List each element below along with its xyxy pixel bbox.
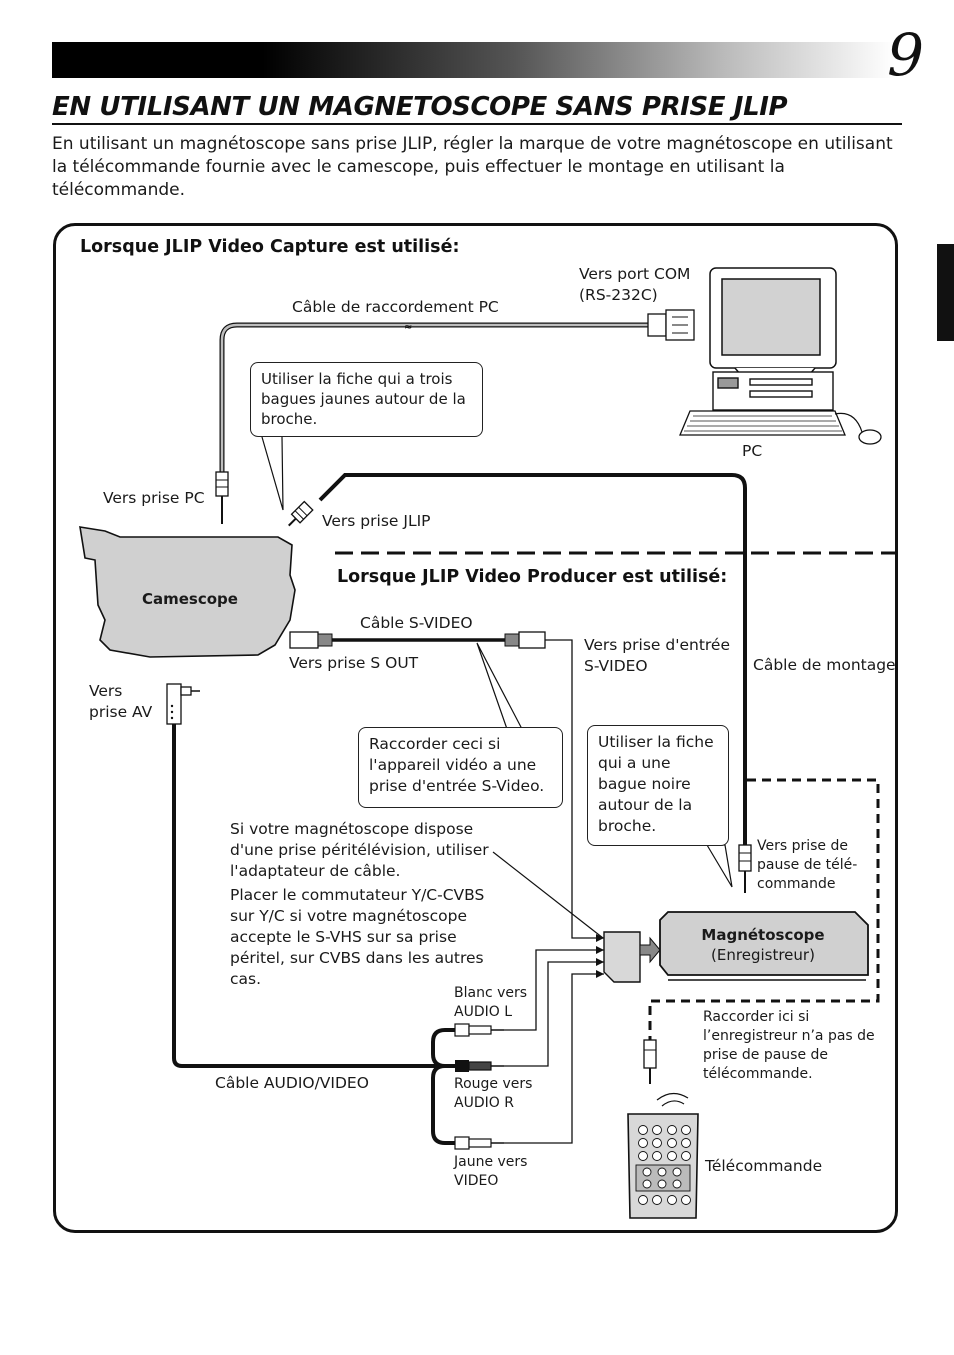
label-editing-cable: Câble de montage	[753, 656, 896, 674]
vcr-icon	[659, 911, 869, 981]
remote-dashed-route	[648, 778, 880, 1040]
label-to-pc-jack: Vers prise PC	[103, 489, 205, 507]
title-rule	[52, 123, 902, 125]
label-to-av-jack: Vers prise AV	[89, 682, 153, 721]
camcorder-body	[79, 526, 296, 658]
label-com-port: Vers port COM (RS-232C)	[579, 265, 691, 304]
producer-heading: Lorsque JLIP Video Producer est utilisé:	[337, 567, 728, 587]
svg-text:≈: ≈	[404, 322, 412, 333]
diagram-frame	[53, 223, 898, 1233]
rca-plug-yellow-icon	[454, 1136, 504, 1150]
av-plug-icon	[166, 683, 200, 725]
editing-cable	[318, 473, 747, 845]
pc-cable	[219, 322, 650, 475]
scart-note-1: Si votre magnétoscope dispose d'une pris…	[230, 820, 489, 880]
label-white-audio-l: Blanc vers AUDIO L	[454, 985, 528, 1020]
db9-connector-icon	[647, 309, 695, 341]
intro-paragraph: En utilisant un magnétoscope sans prise …	[52, 134, 893, 200]
svideo-line-to-adapter	[545, 639, 604, 939]
pc-monitor-icon	[709, 267, 837, 375]
rca-plug-red-icon	[455, 1060, 504, 1072]
scart-note-2: Placer le commutateur Y/C-CVBS sur Y/C s…	[230, 886, 485, 988]
pause-plug-icon	[738, 844, 752, 893]
label-red-audio-r: Rouge vers AUDIO R	[454, 1076, 533, 1111]
label-yellow-video: Jaune vers VIDEO	[454, 1154, 528, 1189]
label-to-s-out: Vers prise S OUT	[289, 654, 419, 672]
language-tab-marker	[937, 244, 954, 341]
page-number: 9	[887, 21, 924, 89]
label-to-pause-jack: Vers prise de pause de télé- commande	[757, 838, 858, 892]
keyboard-icon	[679, 410, 846, 436]
callout-pointer-svideo	[476, 642, 523, 730]
label-to-svideo-in: Vers prise d'entrée S-VIDEO	[584, 636, 731, 675]
label-camcorder: Camescope	[142, 590, 238, 608]
capture-heading: Lorsque JLIP Video Capture est utilisé:	[80, 237, 460, 257]
callout-one-ring: Utiliser la fiche qui a une bague noire …	[587, 725, 729, 846]
remote-plug-icon	[643, 1039, 657, 1084]
label-av-cable: Câble AUDIO/VIDEO	[215, 1074, 369, 1092]
av-cable	[172, 722, 455, 1068]
scart-note-pointer	[492, 851, 604, 939]
scart-adapter-icon	[603, 931, 661, 983]
callout-svideo-device: Raccorder ceci si l'appareil vidéo a une…	[358, 727, 563, 808]
callout-pointer-pause	[705, 844, 733, 888]
label-remote-control: Télécommande	[705, 1157, 823, 1175]
label-pc: PC	[742, 442, 763, 460]
label-pc-cable: Câble de raccordement PC	[292, 298, 499, 316]
pc-plug-icon	[215, 471, 229, 524]
remote-control-icon	[627, 1092, 699, 1219]
rca-plug-white-icon	[454, 1023, 504, 1037]
label-connect-here: Raccorder ici si l’enregistreur n’a pas …	[703, 1009, 875, 1082]
pc-tower-icon	[712, 371, 834, 411]
section-title: EN UTILISANT UN MAGNETOSCOPE SANS PRISE …	[52, 92, 788, 122]
callout-pointer-jlip	[261, 436, 284, 511]
header-bar	[52, 42, 894, 78]
svideo-plug-left-icon	[289, 631, 333, 649]
label-svideo-cable: Câble S-VIDEO	[360, 614, 473, 632]
callout-three-rings: Utiliser la fiche qui a trois bagues jau…	[250, 362, 483, 437]
label-vcr: Magnétoscope	[701, 926, 825, 944]
jlip-plug-icon	[288, 500, 314, 527]
mouse-icon	[834, 412, 882, 445]
svideo-plug-right-icon	[504, 631, 546, 649]
label-vcr-sub: (Enregistreur)	[711, 946, 815, 964]
label-to-jlip-jack: Vers prise JLIP	[322, 512, 431, 530]
